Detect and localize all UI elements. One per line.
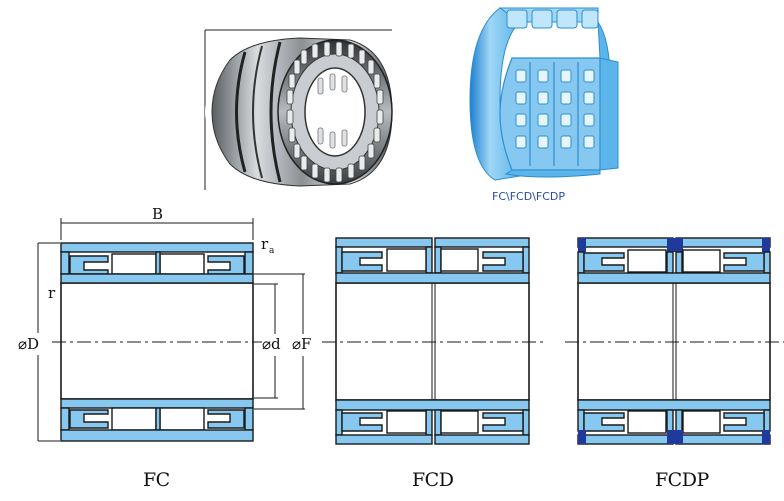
bearing-3d-cutaway-icon [469,7,619,181]
dimension-label-raceway-diameter: ⌀F [292,335,311,353]
caption-fc: FC [143,469,170,491]
fc-bore [60,282,254,400]
chamfer-label-inner: r [48,284,56,302]
caption-fcdp: FCDP [655,469,709,491]
bearing-3d-model: FC\FCD\FCDP [469,7,619,203]
dimension-label-outer-diameter: ⌀D [18,335,39,353]
drawing-fc: B r a r ⌀D ⌀d ⌀F [18,205,311,491]
model-caption: FC\FCD\FCDP [492,190,565,203]
chamfer-label-outer: r [261,235,269,253]
dimension-label-bore-diameter: ⌀d [262,335,281,353]
four-row-roller-bearing-photo-icon [205,36,395,188]
caption-fcd: FCD [412,469,454,491]
bearing-photo [204,29,395,190]
dimension-label-b: B [152,205,163,223]
chamfer-label-outer-sub: a [269,246,275,256]
drawing-fcd: FCD [322,237,545,491]
drawing-fcdp: FCDP [565,237,784,491]
